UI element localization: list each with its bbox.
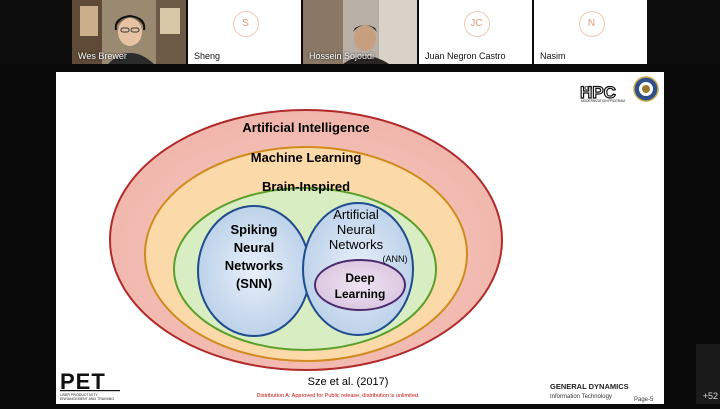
participant-strip: Wes Brewer S Sheng Hossein Sojoudi JC Ju…	[0, 0, 720, 64]
participant-video	[303, 0, 417, 64]
svg-text:Deep: Deep	[345, 271, 374, 285]
gd-logo: GENERAL DYNAMICS Information Technology	[550, 382, 629, 400]
svg-text:ENHANCEMENT AND TRAINING: ENHANCEMENT AND TRAINING	[60, 397, 114, 401]
svg-text:Learning: Learning	[335, 287, 386, 301]
avatar: JC	[463, 11, 490, 37]
dl-label: Deep Learning	[335, 271, 386, 301]
shared-slide: DOD HPC MODERNIZATION PROGRAM Artificial…	[56, 72, 664, 404]
participant-name: Hossein Sojoudi	[309, 51, 375, 61]
avatar: N	[578, 11, 605, 37]
svg-text:USER PRODUCTIVITY: USER PRODUCTIVITY	[60, 393, 98, 397]
participant-tile[interactable]: Wes Brewer	[72, 0, 186, 64]
svg-text:MODERNIZATION PROGRAM: MODERNIZATION PROGRAM	[581, 99, 625, 103]
avatar: S	[232, 11, 259, 37]
svg-text:Neural: Neural	[337, 222, 375, 237]
side-panel-edge	[696, 344, 720, 404]
svg-text:PET: PET	[60, 369, 106, 394]
svg-text:Spiking: Spiking	[231, 222, 278, 237]
participant-video	[72, 0, 186, 64]
svg-text:Information Technology: Information Technology	[550, 394, 612, 400]
distribution-notice: Distribution A: Approved for Public rele…	[257, 393, 420, 399]
participant-tile[interactable]: S Sheng	[188, 0, 301, 64]
svg-text:Networks: Networks	[225, 258, 284, 273]
svg-text:GENERAL DYNAMICS: GENERAL DYNAMICS	[550, 382, 629, 391]
page-number: Page-5	[634, 397, 654, 403]
brain-label: Brain-Inspired	[262, 179, 350, 194]
slide-canvas: DOD HPC MODERNIZATION PROGRAM Artificial…	[60, 76, 659, 403]
svg-text:DOD: DOD	[581, 86, 593, 92]
participant-tile[interactable]: N Nasim	[534, 0, 647, 64]
hpc-logo: DOD HPC MODERNIZATION PROGRAM	[579, 76, 659, 103]
snn-label: Spiking Neural Networks (SNN)	[225, 222, 284, 291]
svg-text:HPC: HPC	[580, 83, 616, 102]
participant-name: Juan Negron Castro	[425, 51, 506, 61]
participant-name: Wes Brewer	[78, 51, 127, 61]
ai-label: Artificial Intelligence	[242, 120, 369, 135]
svg-text:(SNN): (SNN)	[236, 276, 272, 291]
ann-abbr: (ANN)	[383, 254, 408, 264]
pet-logo: PET USER PRODUCTIVITY ENHANCEMENT AND TR…	[60, 369, 120, 401]
participant-tile[interactable]: Hossein Sojoudi	[303, 0, 417, 64]
participant-tile[interactable]: JC Juan Negron Castro	[419, 0, 532, 64]
ann-label: Artificial Neural Networks	[329, 207, 384, 252]
ml-label: Machine Learning	[251, 150, 362, 165]
citation: Sze et al. (2017)	[308, 376, 389, 388]
svg-text:Neural: Neural	[234, 240, 274, 255]
dl-circle	[314, 259, 406, 311]
svg-text:Networks: Networks	[329, 237, 384, 252]
participant-name: Sheng	[194, 51, 221, 61]
participant-name: Nasim	[540, 51, 566, 61]
more-participants-count[interactable]: +52	[702, 391, 718, 401]
svg-text:Artificial: Artificial	[333, 207, 379, 222]
